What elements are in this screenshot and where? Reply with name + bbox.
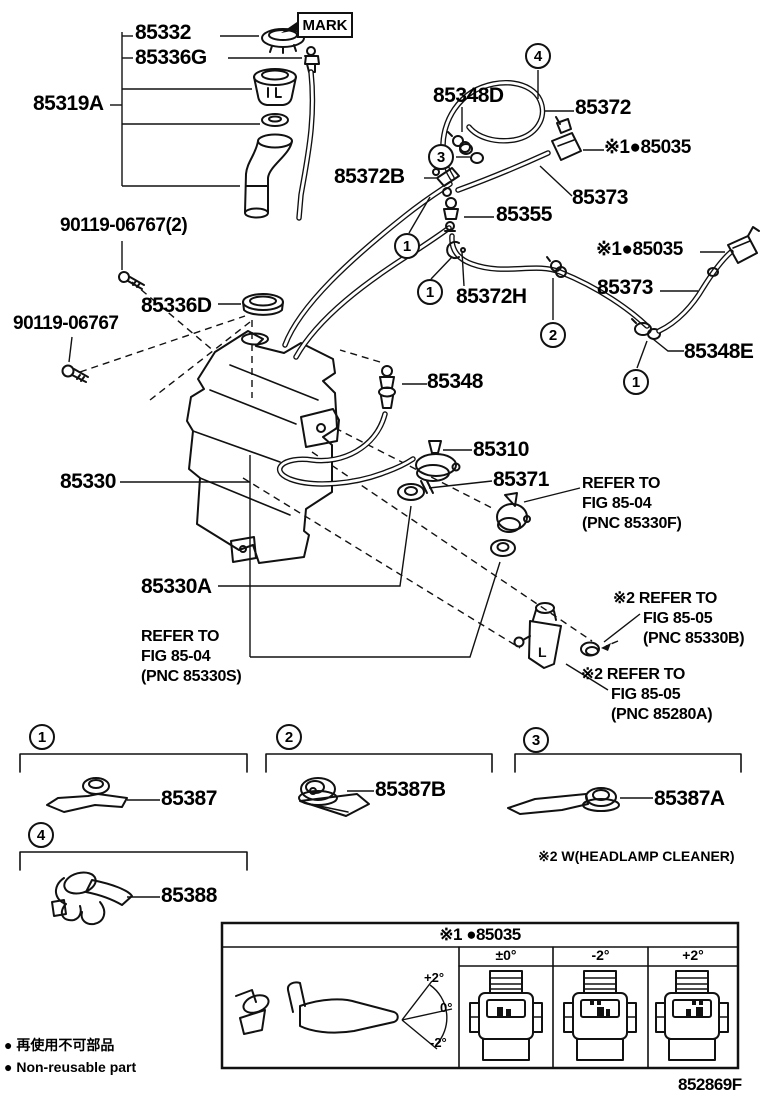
nozzle-table-art [220, 921, 740, 1070]
front-hose-art [408, 70, 604, 234]
refer-line: REFER TO [582, 475, 661, 492]
washer-tank-art [120, 330, 501, 658]
part-label-85336g: 85336G [135, 46, 207, 69]
refer-line: (PNC 85330F) [582, 515, 682, 532]
pump-85330f-art [490, 487, 581, 557]
hose-bundle-art [282, 181, 453, 360]
part-label-85348d: 85348D [433, 84, 504, 107]
refer-line: (PNC 85330S) [141, 668, 242, 685]
bolt-art [61, 241, 145, 383]
connector-plus2-art [655, 970, 729, 1061]
washer-cap-art [261, 22, 305, 54]
part-label-85372b: 85372B [334, 165, 405, 188]
part-label-85035-right: ※1●85035 [596, 239, 683, 260]
clip-sections-art [19, 753, 742, 926]
drawing-number: 852869F [678, 1075, 742, 1094]
headlamp-pump-art: L [513, 602, 641, 691]
headlamp-cleaner-note: ※2 W(HEADLAMP CLEANER) [538, 848, 735, 864]
part-label-85373-top: 85373 [572, 186, 628, 209]
part-label-85319a: 85319A [33, 92, 104, 115]
mark-label: MARK [302, 16, 348, 34]
part-label-85372: 85372 [575, 96, 631, 119]
table-col-minus2: -2° [591, 947, 610, 963]
part-label-85355: 85355 [496, 203, 552, 226]
spray-angle-minus2: -2° [430, 1035, 447, 1050]
connector-0-art [469, 970, 543, 1061]
filler-parts-art [244, 68, 297, 219]
part-label-85310: 85310 [473, 438, 529, 461]
callout-1-main-c: 1 [623, 369, 649, 395]
refer-note-85280a: ※2 REFER TO FIG 85-05 (PNC 85280A) [581, 665, 713, 725]
rear-hose-art [430, 197, 760, 369]
refer-line: REFER TO [141, 628, 220, 645]
refer-line: ※2 REFER TO [581, 666, 686, 683]
part-label-90119-2: 90119-06767(2) [60, 215, 188, 236]
part-label-85336d: 85336D [141, 294, 212, 317]
pump-l-marking: L [538, 644, 547, 660]
washer-pump-art [397, 440, 493, 501]
section-marker-1: 1 [29, 724, 55, 750]
refer-note-85330s: REFER TO FIG 85-04 (PNC 85330S) [141, 627, 242, 687]
footnote-japanese: ● 再使用不可部品 [4, 1037, 115, 1053]
part-label-90119: 90119-06767 [13, 313, 119, 334]
part-label-85373-right: 85373 [597, 276, 653, 299]
section-marker-4: 4 [28, 822, 54, 848]
part-label-85387b: 85387B [375, 778, 446, 801]
part-label-85035-top: ※1●85035 [604, 137, 691, 158]
spray-angle-plus2: +2° [424, 970, 445, 985]
connector-minus2-art [563, 970, 637, 1061]
part-label-85330: 85330 [60, 470, 116, 493]
part-label-85387a: 85387A [654, 787, 725, 810]
refer-note-85330b: ※2 REFER TO FIG 85-05 (PNC 85330B) [613, 589, 745, 649]
mark-callout-box: MARK [297, 12, 353, 38]
refer-line: FIG 85-05 [611, 686, 681, 703]
assembly-dashed-lines [79, 281, 593, 649]
refer-line: ※2 REFER TO [613, 590, 718, 607]
refer-note-85330f: REFER TO FIG 85-04 (PNC 85330F) [582, 474, 682, 534]
section-marker-3: 3 [523, 727, 549, 753]
tank-cap-art [218, 293, 284, 316]
callout-2-main: 2 [540, 322, 566, 348]
part-label-85348: 85348 [427, 370, 483, 393]
callout-4-main: 4 [525, 43, 551, 69]
table-col-0deg: ±0° [495, 947, 517, 963]
callout-1-main-b: 1 [417, 279, 443, 305]
table-title: ※1 ●85035 [439, 925, 521, 944]
refer-line: (PNC 85330B) [643, 630, 745, 647]
part-label-85387: 85387 [161, 787, 217, 810]
callout-1-main-a: 1 [394, 233, 420, 259]
part-label-85348e: 85348E [684, 340, 754, 363]
part-label-85332: 85332 [135, 21, 191, 44]
refer-line: FIG 85-04 [141, 648, 211, 665]
label-bracket-lines [110, 32, 302, 187]
callout-3-main: 3 [428, 144, 454, 170]
refer-line: FIG 85-05 [643, 610, 713, 627]
spray-angle-zero: 0° [440, 1000, 453, 1015]
part-label-85371: 85371 [493, 468, 549, 491]
refer-line: (PNC 85280A) [611, 706, 713, 723]
check-valve-art [276, 365, 427, 487]
refer-line: FIG 85-04 [582, 495, 652, 512]
part-label-85330a: 85330A [141, 575, 212, 598]
joint-85336g-art [296, 46, 320, 221]
part-label-85388: 85388 [161, 884, 217, 907]
section-marker-2: 2 [276, 724, 302, 750]
footnote-english: ● Non-reusable part [4, 1059, 137, 1075]
table-col-plus2: +2° [682, 947, 704, 963]
part-label-85372h: 85372H [456, 285, 527, 308]
